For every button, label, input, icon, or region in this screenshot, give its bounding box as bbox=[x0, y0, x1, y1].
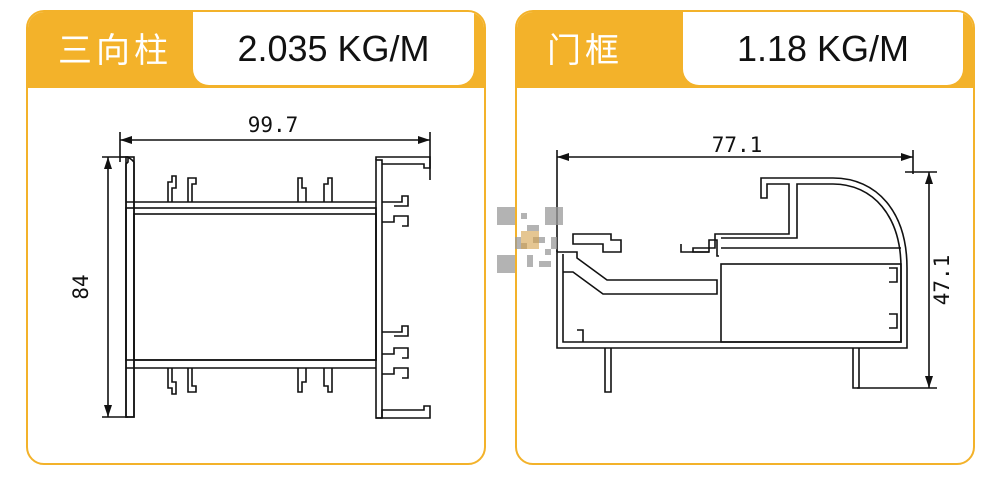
profile-name: 门框 bbox=[547, 31, 623, 71]
card-header: 门框 1.18 KG/M bbox=[517, 12, 973, 88]
weight-box: 2.035 KG/M bbox=[193, 12, 474, 85]
card-header: 三向柱 2.035 KG/M bbox=[28, 12, 484, 88]
qr-code-watermark bbox=[497, 207, 563, 273]
width-dimension-label: 99.7 bbox=[248, 113, 299, 137]
column-outline bbox=[120, 156, 135, 418]
profile-cross-section-drawing: 77.1 47.1 bbox=[556, 133, 954, 393]
profile-card-door-frame: 门框 1.18 KG/M bbox=[515, 10, 975, 465]
profile-weight: 1.18 KG/M bbox=[736, 28, 910, 69]
weight-box: 1.18 KG/M bbox=[683, 12, 963, 85]
height-dimension-label: 84 bbox=[69, 274, 93, 299]
profile-weight: 2.035 KG/M bbox=[237, 28, 430, 69]
profile-cross-section-drawing: 99.7 84 bbox=[69, 113, 431, 419]
height-dimension-label: 47.1 bbox=[930, 255, 954, 306]
profile-card-three-way-column: 三向柱 2.035 KG/M bbox=[26, 10, 486, 465]
profile-name: 三向柱 bbox=[58, 31, 172, 71]
width-dimension-label: 77.1 bbox=[712, 133, 763, 157]
frame-outline bbox=[556, 177, 908, 349]
